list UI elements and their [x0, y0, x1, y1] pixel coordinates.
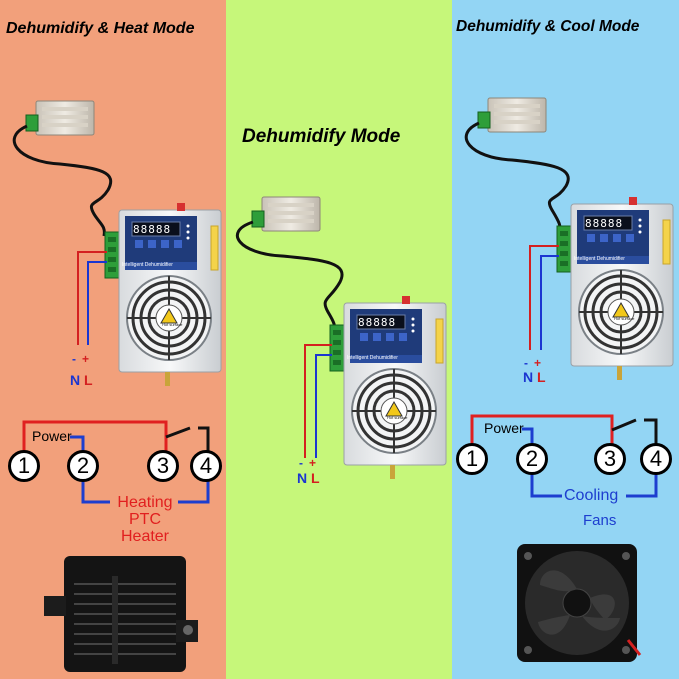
device-warning-2: Hot surface [387, 415, 408, 420]
terminal-4-heat: 4 [190, 450, 222, 482]
terminal-2-cool: 2 [516, 443, 548, 475]
device-display-2: 88888 [358, 316, 397, 329]
terminal-3-cool: 3 [594, 443, 626, 475]
terminal-4-cool: 4 [640, 443, 672, 475]
nl-labels-3: N L [523, 369, 546, 385]
device-label-2: Intelligent Dehumidifier [347, 355, 398, 361]
nl-labels-1: N L [70, 372, 93, 388]
device-display-3: 88888 [585, 217, 624, 230]
terminal-1-heat: 1 [8, 450, 40, 482]
heat-mode-title: Dehumidify & Heat Mode [6, 20, 195, 37]
polarity-3: -+ [524, 356, 548, 370]
device-label-3: Intelligent Dehumidifier [574, 256, 625, 262]
terminal-2-heat: 2 [67, 450, 99, 482]
device-display-1: 88888 [133, 223, 172, 236]
polarity-1: -+ [72, 352, 96, 366]
cool-mode-title: Dehumidify & Cool Mode [456, 18, 640, 35]
terminal-1-cool: 1 [456, 443, 488, 475]
device-warning-1: Hot surface [162, 322, 183, 327]
terminal-3-heat: 3 [147, 450, 179, 482]
dehumidify-mode-title: Dehumidify Mode [242, 126, 401, 147]
cooling-fan-image [517, 544, 642, 662]
cooling-label: Cooling [564, 487, 619, 504]
device-label-1: Intelligent Dehumidifier [122, 262, 173, 268]
device-warning-3: Hot surface [614, 316, 635, 321]
heating-ptc-heater-label: Heating PTC Heater [117, 494, 173, 545]
polarity-2: -+ [299, 456, 323, 470]
nl-labels-2: N L [297, 470, 320, 486]
fans-label: Fans [583, 512, 617, 529]
ptc-heater-image [44, 556, 198, 672]
power-label-3: Power [484, 420, 524, 436]
power-label-1: Power [32, 428, 72, 444]
